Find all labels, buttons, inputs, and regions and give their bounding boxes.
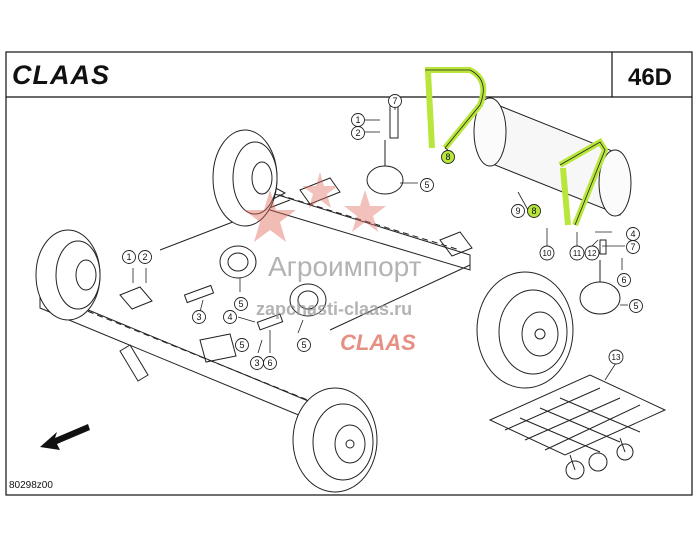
callout-circle [223,310,237,324]
leader-lines [132,100,628,381]
callout-label: 2 [142,252,147,262]
callout-circle [527,204,541,218]
callout-circle [441,150,455,164]
callout-6: 6 [263,356,277,370]
drawing-number: 80298z00 [9,480,53,491]
callout-circle [626,240,640,254]
callout-label: 2 [355,128,360,138]
callout-5: 5 [420,178,434,192]
callout-circle [351,126,365,140]
page-code: 46D [628,64,672,91]
brake-chamber-left [219,245,257,279]
callout-9: 9 [511,204,525,218]
callout-label: 6 [267,358,272,368]
wheel-front-right [292,387,378,493]
callout-circle [584,245,600,261]
watermark: Агроимпорт zapchasti-claas.ru CLAAS [244,172,422,355]
callout-5: 5 [235,338,249,352]
callout-8: 8 [441,150,455,164]
callout-label: 7 [392,96,397,106]
callout-circle [138,250,152,264]
callout-13: 13 [608,349,624,365]
callout-2: 2 [138,250,152,264]
callout-circle [192,310,206,324]
callout-label: 12 [588,249,597,258]
callout-circle [297,338,311,352]
tank-strap-outline [425,69,606,226]
callout-2: 2 [351,126,365,140]
watermark-line1: Агроимпорт [268,251,422,282]
push-rods [183,97,607,331]
callout-label: 4 [227,312,232,322]
callout-label: 7 [630,242,635,252]
callout-8: 8 [527,204,541,218]
callout-label: 6 [621,275,626,285]
callout-circle [617,273,631,287]
drawing-frame [5,51,693,496]
callout-label: 5 [424,180,429,190]
wheel-rear-left [212,129,278,227]
callout-label: 5 [301,340,306,350]
direction-arrow-icon [40,424,90,450]
callout-1: 1 [122,250,136,264]
callout-5: 5 [234,297,248,311]
callout-5: 5 [629,299,643,313]
callout-label: 5 [633,301,638,311]
callout-circle [420,178,434,192]
callout-10: 10 [539,245,555,261]
watermark-brand: CLAAS [340,330,416,355]
watermark-star-icon [244,172,386,242]
chassis-frame [488,374,667,480]
callout-3: 3 [250,356,264,370]
callout-1: 1 [351,113,365,127]
brake-chamber-right [579,260,621,315]
callout-label: 10 [543,249,552,258]
callout-circle [388,94,402,108]
callout-4: 4 [626,227,640,241]
callout-label: 3 [196,312,201,322]
callout-label: 1 [355,115,360,125]
callout-12: 12 [584,245,600,261]
callout-circle [234,297,248,311]
air-tank [473,97,632,217]
callout-circle [235,338,249,352]
brake-chamber-upper [366,140,404,195]
callout-circle [263,356,277,370]
claas-logo: CLAAS [12,60,110,90]
callout-7: 7 [626,240,640,254]
callout-label: 11 [573,249,582,258]
callout-7: 7 [388,94,402,108]
callout-label: 5 [238,299,243,309]
callout-circle [539,245,555,261]
callout-circle [569,245,585,261]
callout-label: 8 [445,152,450,162]
callout-circle [629,299,643,313]
callout-circle [511,204,525,218]
watermark-line2: zapchasti-claas.ru [256,299,412,319]
callout-label: 1 [126,252,131,262]
callout-circle [608,349,624,365]
wheel-front-left [35,229,101,321]
callout-label: 9 [515,206,520,216]
callout-5: 5 [297,338,311,352]
callout-circle [122,250,136,264]
wheel-rear-right [476,271,574,389]
callout-3: 3 [192,310,206,324]
callout-label: 3 [254,358,259,368]
callout-6: 6 [617,273,631,287]
callout-label: 13 [612,353,621,362]
brake-chamber-mid [289,283,327,317]
callout-label: 4 [630,229,635,239]
callout-11: 11 [569,245,585,261]
callout-label: 5 [239,340,244,350]
callout-label: 8 [531,206,536,216]
callout-4: 4 [223,310,237,324]
